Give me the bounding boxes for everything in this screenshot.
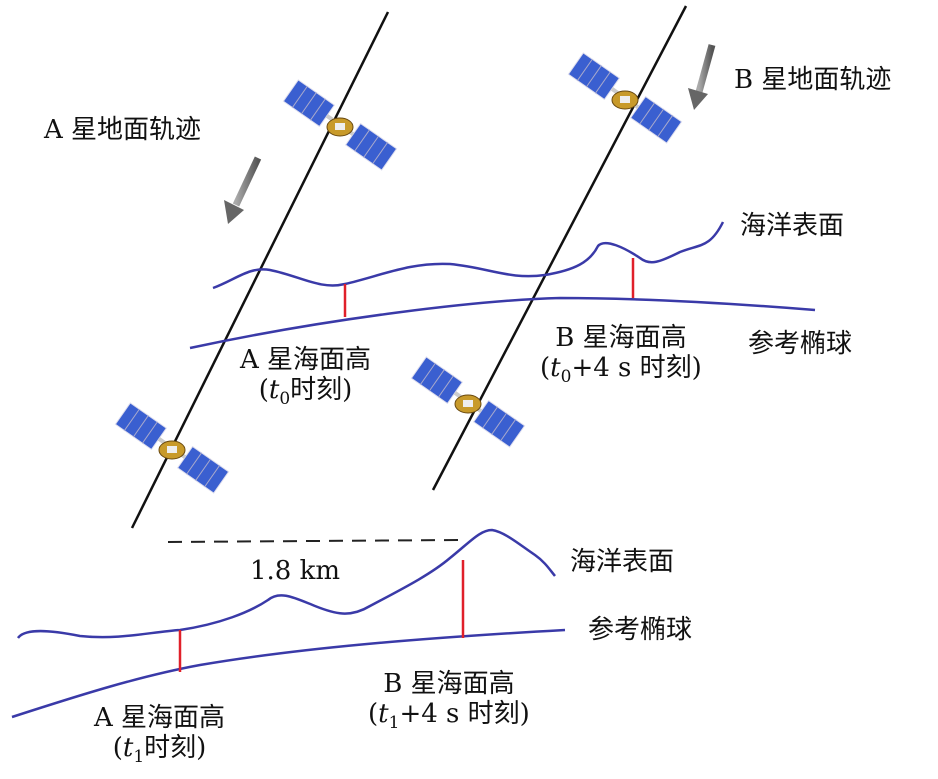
ellipsoid-bottom-label: 参考椭球 [588,615,693,645]
sea-surface-top-label: 海洋表面 [740,211,845,241]
time-rest: +4 s 时刻 [399,698,520,729]
time-var: t [378,698,389,729]
sea-surface-bottom [16,528,556,639]
reference-ellipsoid-top [189,296,816,350]
a-time-bottom: (t1时刻) [112,732,207,768]
a-sea-height-top-title: A 星海面高 [240,345,372,375]
satellite-a-bottom-icon [114,402,230,494]
sea-surface-top [212,221,725,290]
distance-dashed-line [167,539,459,543]
b-sea-height-bottom-label: B 星海面高 (t1+4 s 时刻) [368,669,530,734]
time-sub: 0 [279,389,291,410]
distance-label: 1.8 km [250,556,341,586]
b-direction-arrow-icon [688,44,716,110]
time-rest: +4 s 时刻 [571,352,692,383]
time-var: t [122,732,134,763]
a-sea-height-top-label: A 星海面高 (t0时刻) [240,345,372,410]
time-var: t [550,352,561,383]
ellipsoid-top-label: 参考椭球 [748,329,853,359]
satellite-a-top-icon [282,79,398,171]
time-sub: 1 [133,747,145,768]
satellite-b-top-icon [567,52,683,144]
a-direction-arrow-icon [224,156,262,224]
b-ground-track [431,5,688,491]
time-var: t [268,374,280,405]
satellite-b-bottom-icon [410,356,526,448]
a-time-top: (t0时刻) [258,374,353,410]
time-sub: 1 [388,713,400,734]
b-sea-height-top-label: B 星海面高 (t0+4 s 时刻) [540,323,702,388]
b-ground-track-label: B 星地面轨迹 [734,65,892,95]
time-rest: 时刻 [144,732,197,763]
a-sea-height-bottom-label: A 星海面高 (t1时刻) [94,703,226,768]
b-time-bottom: (t1+4 s 时刻) [368,698,530,734]
a-ground-track-label: A 星地面轨迹 [44,115,202,145]
sea-surface-bottom-label: 海洋表面 [570,547,675,577]
a-sea-height-bottom-title: A 星海面高 [94,703,226,733]
b-sea-height-bottom-title: B 星海面高 [383,669,515,699]
b-sea-height-top-title: B 星海面高 [555,323,687,353]
time-sub: 0 [560,367,572,388]
time-rest: 时刻 [290,374,343,405]
b-time-top: (t0+4 s 时刻) [540,352,702,388]
reference-ellipsoid-bottom [11,628,566,719]
